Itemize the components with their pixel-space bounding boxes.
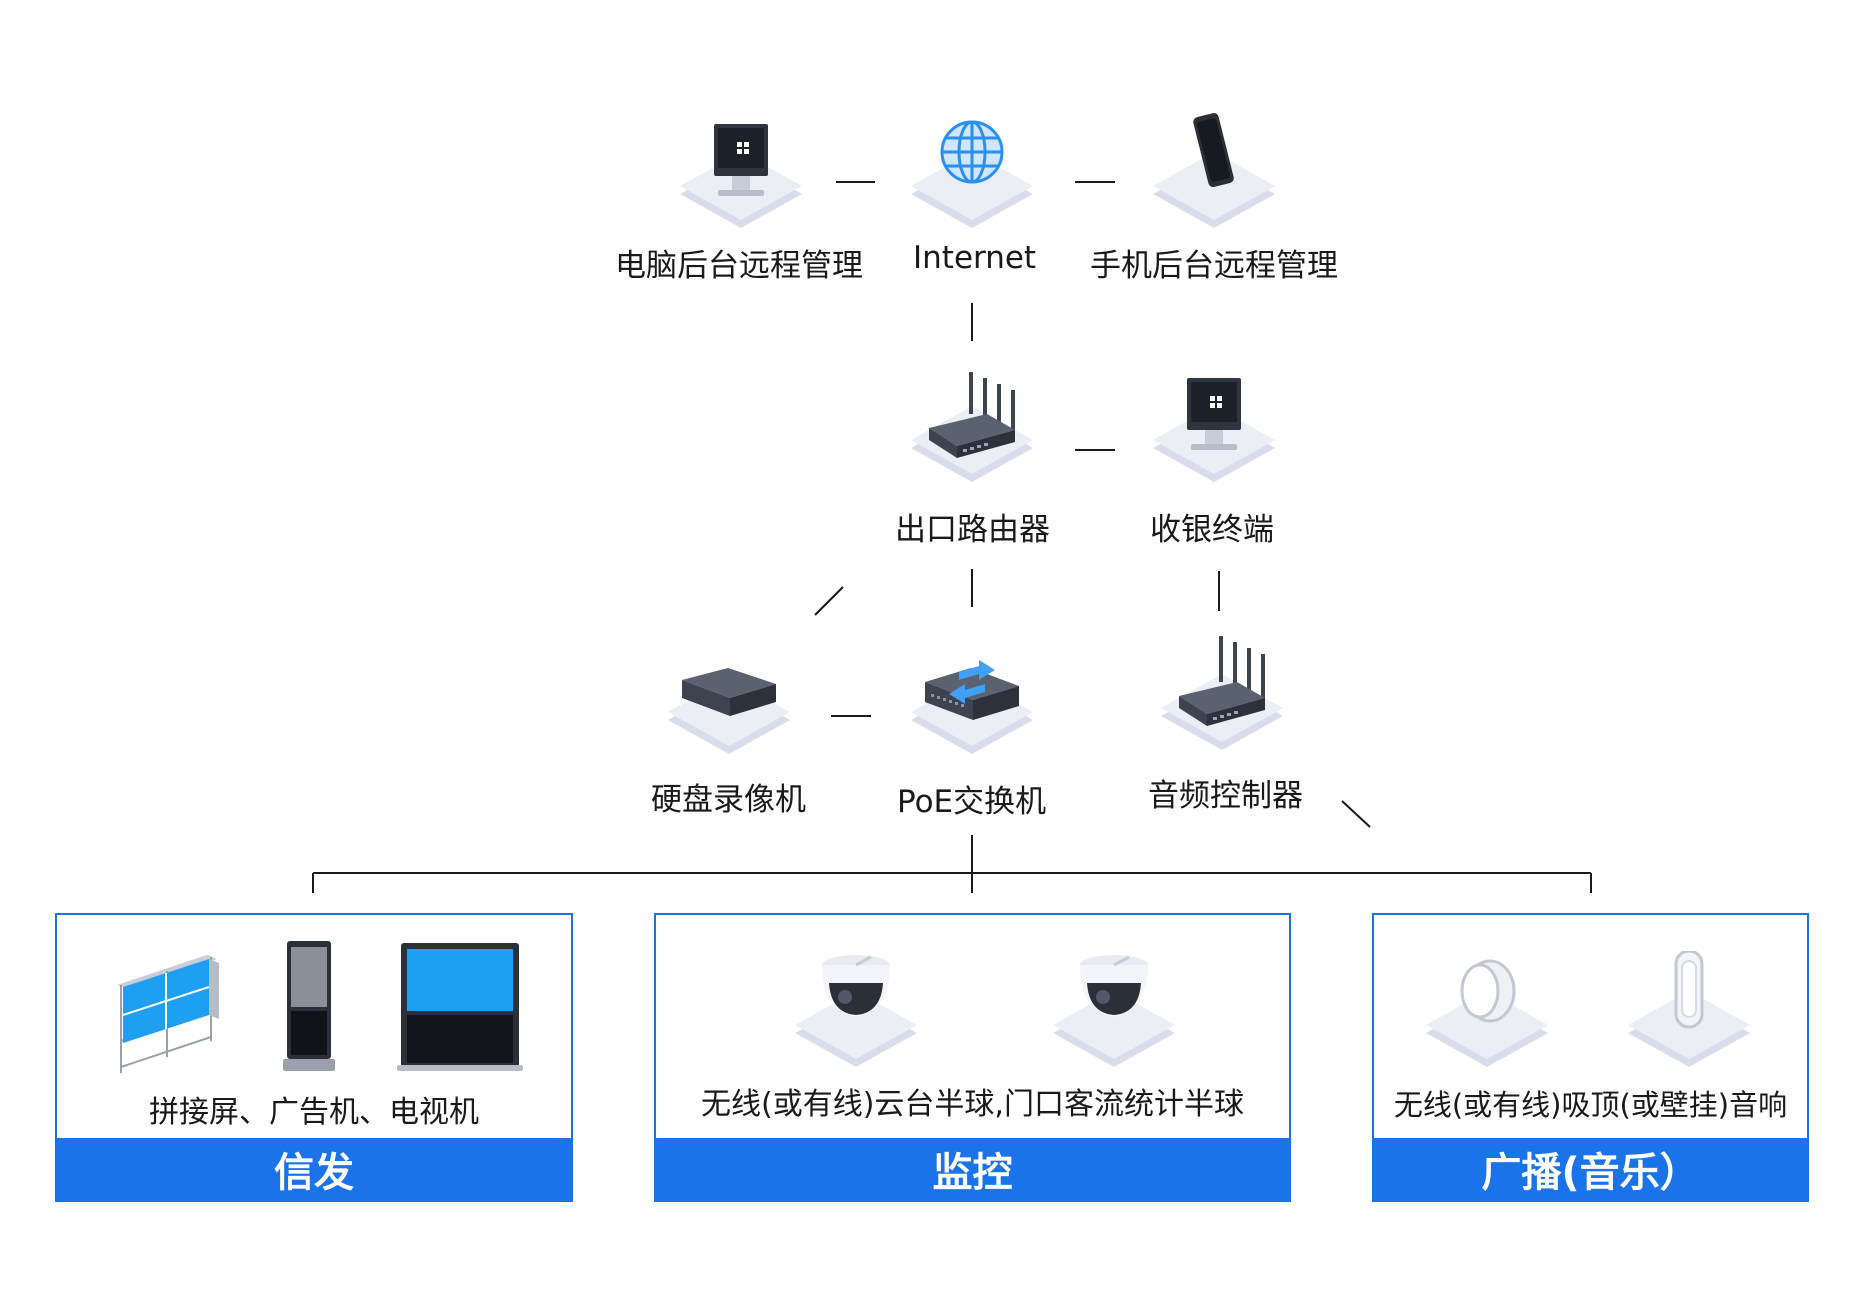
monitor-icon xyxy=(1153,378,1275,482)
tv-icon xyxy=(397,943,523,1071)
smartphone-icon xyxy=(1153,113,1275,228)
ceiling-speaker-icon xyxy=(1426,959,1548,1067)
section-caption-broadcast: 无线(或有线)吸顶(或壁挂)音响 xyxy=(1393,1088,1788,1122)
section-title-signage: 信发 xyxy=(57,1138,571,1200)
monitor-icon xyxy=(680,124,802,228)
link-router-nvr xyxy=(814,586,844,616)
nvr-icon xyxy=(668,668,790,754)
label-nvr: 硬盘录像机 xyxy=(651,782,806,818)
label-audio-controller: 音频控制器 xyxy=(1148,778,1303,814)
label-poe-switch: PoE交换机 xyxy=(897,784,1047,820)
dome-camera-icon xyxy=(795,955,917,1067)
section-title-broadcast: 广播(音乐） xyxy=(1374,1138,1807,1200)
switch-icon xyxy=(911,660,1033,754)
link-audio-out xyxy=(1341,800,1371,828)
globe-icon xyxy=(911,120,1033,228)
section-caption-surveillance: 无线(或有线)云台半球,门口客流统计半球 xyxy=(701,1087,1244,1122)
label-router: 出口路由器 xyxy=(895,512,1050,548)
label-internet: Internet xyxy=(913,240,1037,276)
column-speaker-icon xyxy=(1628,951,1750,1067)
router-icon xyxy=(1161,636,1283,750)
section-title-surveillance: 监控 xyxy=(656,1138,1289,1200)
section-caption-signage: 拼接屏、广告机、电视机 xyxy=(149,1095,479,1130)
router-icon xyxy=(911,372,1033,482)
section-surveillance: 无线(或有线)云台半球,门口客流统计半球 监控 xyxy=(654,913,1291,1202)
kiosk-icon xyxy=(283,941,335,1071)
label-mobile-remote: 手机后台远程管理 xyxy=(1090,248,1338,284)
label-pos-terminal: 收银终端 xyxy=(1150,512,1274,548)
dome-camera-icon xyxy=(1053,955,1175,1067)
video-wall-icon xyxy=(117,955,219,1073)
section-signage: 拼接屏、广告机、电视机 信发 xyxy=(55,913,573,1202)
section-broadcast: 无线(或有线)吸顶(或壁挂)音响 广播(音乐） xyxy=(1372,913,1809,1202)
label-pc-remote: 电脑后台远程管理 xyxy=(615,248,863,284)
